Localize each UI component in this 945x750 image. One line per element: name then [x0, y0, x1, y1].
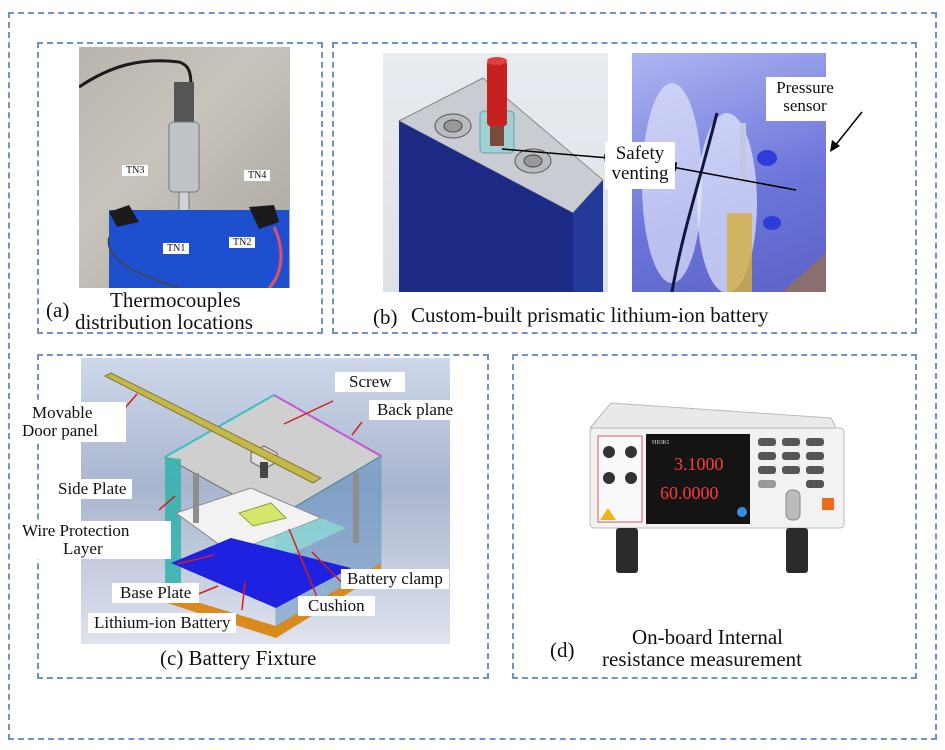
panel-b-cad-image: [383, 53, 608, 292]
panel-c-frame: [37, 354, 489, 679]
device-reading-bottom: 60.0000: [660, 483, 719, 503]
screw-label: Screw: [335, 372, 406, 392]
lithium-ion-battery-label: Lithium-ion Battery: [88, 613, 237, 633]
panel-a-letter: (a): [46, 298, 70, 322]
panel-d-frame: [512, 354, 917, 679]
outer-frame: [8, 12, 937, 740]
movable-line2: Door panel: [22, 420, 99, 440]
movable-door-panel-label: Movable Door panel: [22, 402, 126, 442]
panel-b-caption: Custom-built prismatic lithium-ion batte…: [411, 303, 769, 327]
prismatic-battery-cad-graphic: [397, 57, 604, 292]
wire-protection-layer-label: Wire Protection Layer: [19, 521, 171, 559]
panel-d-letter: (d): [550, 638, 575, 662]
pressure-sensor-photo-graphic: [642, 83, 826, 293]
device-brand: HIOKI: [652, 440, 669, 446]
panel-a-caption-line1: Thermocouples: [110, 288, 241, 312]
cushion-label: Cushion: [298, 596, 375, 616]
side-plate-label: Side Plate: [52, 479, 133, 499]
thermocouple-photo-graphic: [79, 59, 289, 288]
base-plate-label: Base Plate: [112, 583, 200, 603]
panel-c-caption: (c) Battery Fixture: [160, 646, 317, 670]
panel-d-device: HIOKI 3.1000 60.0000: [586, 398, 846, 573]
panel-a-frame: [37, 42, 323, 334]
safety-venting-line1: Safety: [615, 143, 665, 164]
battery-tester-graphic: HIOKI 3.1000 60.0000: [588, 402, 845, 573]
panel-b-letter: (b): [373, 305, 398, 329]
device-reading-top: 3.1000: [674, 454, 724, 474]
panel-a-caption-line2: distribution locations: [75, 310, 253, 334]
wire-line2: Layer: [63, 538, 103, 558]
pressure-sensor-line1: Pressure: [776, 78, 834, 97]
safety-venting-line2: venting: [611, 162, 669, 184]
panel-a-photo: TN3 TN4 TN1 TN2: [79, 47, 290, 288]
wire-line1: Wire Protection: [22, 521, 130, 540]
pressure-sensor-label: Pressure sensor: [766, 77, 844, 121]
tn4-label: TN4: [244, 170, 271, 181]
movable-line1: Movable: [32, 403, 93, 422]
tn2-label: TN2: [229, 237, 256, 248]
panel-d-caption-line1: On-board Internal: [632, 625, 784, 649]
panel-b-frame: [332, 42, 917, 334]
battery-clamp-label: Battery clamp: [341, 569, 449, 589]
pressure-sensor-line2: sensor: [783, 95, 827, 115]
tn3-label: TN3: [122, 165, 149, 176]
safety-venting-label: Safety venting: [605, 142, 675, 189]
back-plane-label: Back plane: [369, 400, 461, 420]
tn1-label: TN1: [163, 243, 190, 254]
panel-d-caption-line2: resistance measurement: [602, 647, 802, 671]
